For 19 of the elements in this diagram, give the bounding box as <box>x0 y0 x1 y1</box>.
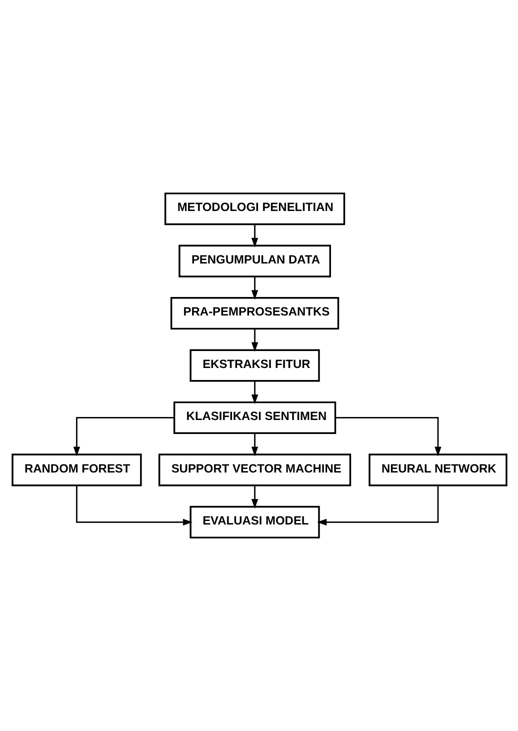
node-box: EVALUASI MODEL <box>189 506 320 538</box>
arrow <box>250 486 258 509</box>
node-box: METODOLOGI PENELITIAN <box>164 192 345 226</box>
arrow <box>250 224 258 248</box>
arrow <box>76 486 192 526</box>
arrow <box>250 433 258 456</box>
node-box: RANDOM FOREST <box>11 454 142 486</box>
node-box: EKSTRAKSI FITUR <box>189 349 320 382</box>
arrow <box>250 276 258 300</box>
arrow <box>72 417 174 456</box>
arrow <box>250 328 258 352</box>
node-box: NEURAL NETWORK <box>368 454 507 486</box>
node-box: PENGUMPULAN DATA <box>178 244 330 278</box>
node-box: KLASIFIKASI SENTIMEN <box>172 401 336 434</box>
node-box: PRA-PEMPROSESANTKS <box>170 297 339 330</box>
arrow <box>250 381 258 404</box>
arrow <box>334 417 441 456</box>
node-box: SUPPORT VECTOR MACHINE <box>158 454 351 486</box>
arrow <box>316 486 438 526</box>
